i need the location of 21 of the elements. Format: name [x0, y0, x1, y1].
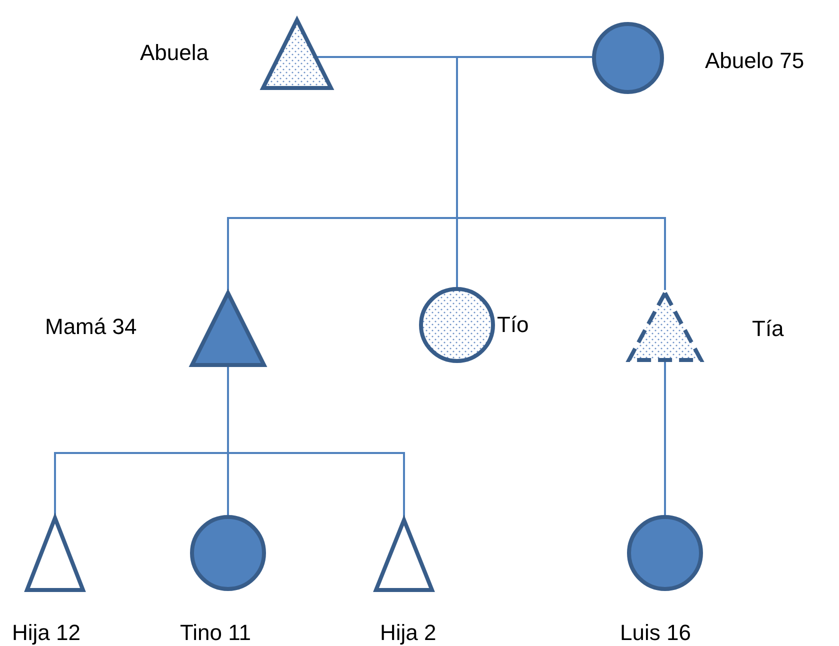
triangle-symbol — [190, 290, 266, 367]
triangle-symbol — [25, 515, 85, 592]
circle-symbol — [627, 515, 703, 591]
connector-line — [664, 361, 666, 515]
name-label: Tía — [752, 316, 784, 342]
circle-symbol — [592, 22, 664, 94]
name-label: Abuelo 75 — [705, 48, 804, 74]
name-label: Luis 16 — [620, 620, 691, 646]
circle-symbol — [419, 287, 495, 363]
circle-symbol — [190, 515, 266, 591]
triangle-symbol — [374, 517, 434, 592]
triangle-symbol — [627, 290, 703, 362]
name-label: Tío — [497, 312, 529, 338]
name-label: Mamá 34 — [45, 314, 137, 340]
name-label: Hija 12 — [12, 620, 80, 646]
connector-line — [227, 366, 405, 517]
name-label: Tino 11 — [180, 620, 251, 646]
name-label: Hija 2 — [380, 620, 436, 646]
triangle-symbol — [261, 17, 333, 90]
connector-line — [456, 56, 666, 290]
name-label: Abuela — [140, 40, 209, 66]
